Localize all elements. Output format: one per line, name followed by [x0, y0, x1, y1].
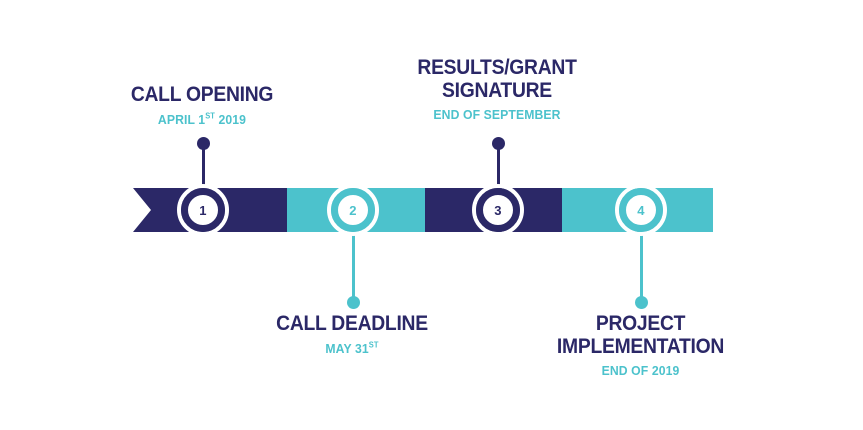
milestone-node-4[interactable]: 4 [615, 184, 667, 236]
milestone-label-3-title: RESULTS/GRANT SIGNATURE [417, 56, 577, 102]
milestone-label-2-date: MAY 31ST [258, 341, 446, 357]
connector-line-2 [352, 228, 355, 301]
milestone-label-4: PROJECT IMPLEMENTATION END OF 2019 [533, 312, 748, 379]
milestone-label-1: CALL OPENING APRIL 1ST 2019 [102, 83, 302, 128]
connector-dot-2 [347, 296, 360, 309]
milestone-label-4-date-text: END OF 2019 [601, 363, 680, 379]
milestone-label-1-date: APRIL 1ST 2019 [108, 112, 296, 128]
milestone-label-3-date-text: END OF SEPTEMBER [433, 107, 561, 123]
milestone-node-3-ring: 3 [476, 188, 520, 232]
connector-line-4 [640, 228, 643, 301]
milestone-label-2: CALL DEADLINE MAY 31ST [252, 312, 452, 357]
milestone-node-1[interactable]: 1 [177, 184, 229, 236]
milestone-label-1-date-text: APRIL 1 [157, 111, 206, 127]
connector-line-1 [202, 143, 205, 195]
milestone-label-2-title: CALL DEADLINE [276, 312, 428, 335]
milestone-node-4-ring: 4 [619, 188, 663, 232]
milestone-node-3-number: 3 [494, 202, 502, 218]
milestone-label-1-date-suffix: ST [205, 111, 216, 121]
milestone-label-4-date: END OF 2019 [539, 363, 741, 379]
milestone-node-1-ring: 1 [181, 188, 225, 232]
connector-line-3 [497, 143, 500, 195]
connector-dot-3 [492, 137, 505, 150]
milestone-node-2-number: 2 [349, 202, 357, 218]
milestone-label-3: RESULTS/GRANT SIGNATURE END OF SEPTEMBER [392, 56, 602, 123]
connector-dot-1 [197, 137, 210, 150]
milestone-label-2-date-suffix: ST [368, 340, 379, 350]
milestone-node-4-number: 4 [637, 202, 645, 218]
milestone-label-2-date-text: MAY 31 [325, 340, 369, 356]
milestone-label-1-title: CALL OPENING [130, 83, 274, 106]
milestone-label-4-title: PROJECT IMPLEMENTATION [556, 312, 725, 358]
milestone-node-2-ring: 2 [331, 188, 375, 232]
milestone-node-2[interactable]: 2 [327, 184, 379, 236]
milestone-label-3-date: END OF SEPTEMBER [398, 107, 595, 123]
milestone-label-1-date-tail: 2019 [215, 111, 247, 127]
connector-dot-4 [635, 296, 648, 309]
milestone-node-3[interactable]: 3 [472, 184, 524, 236]
milestone-node-1-number: 1 [199, 202, 207, 218]
